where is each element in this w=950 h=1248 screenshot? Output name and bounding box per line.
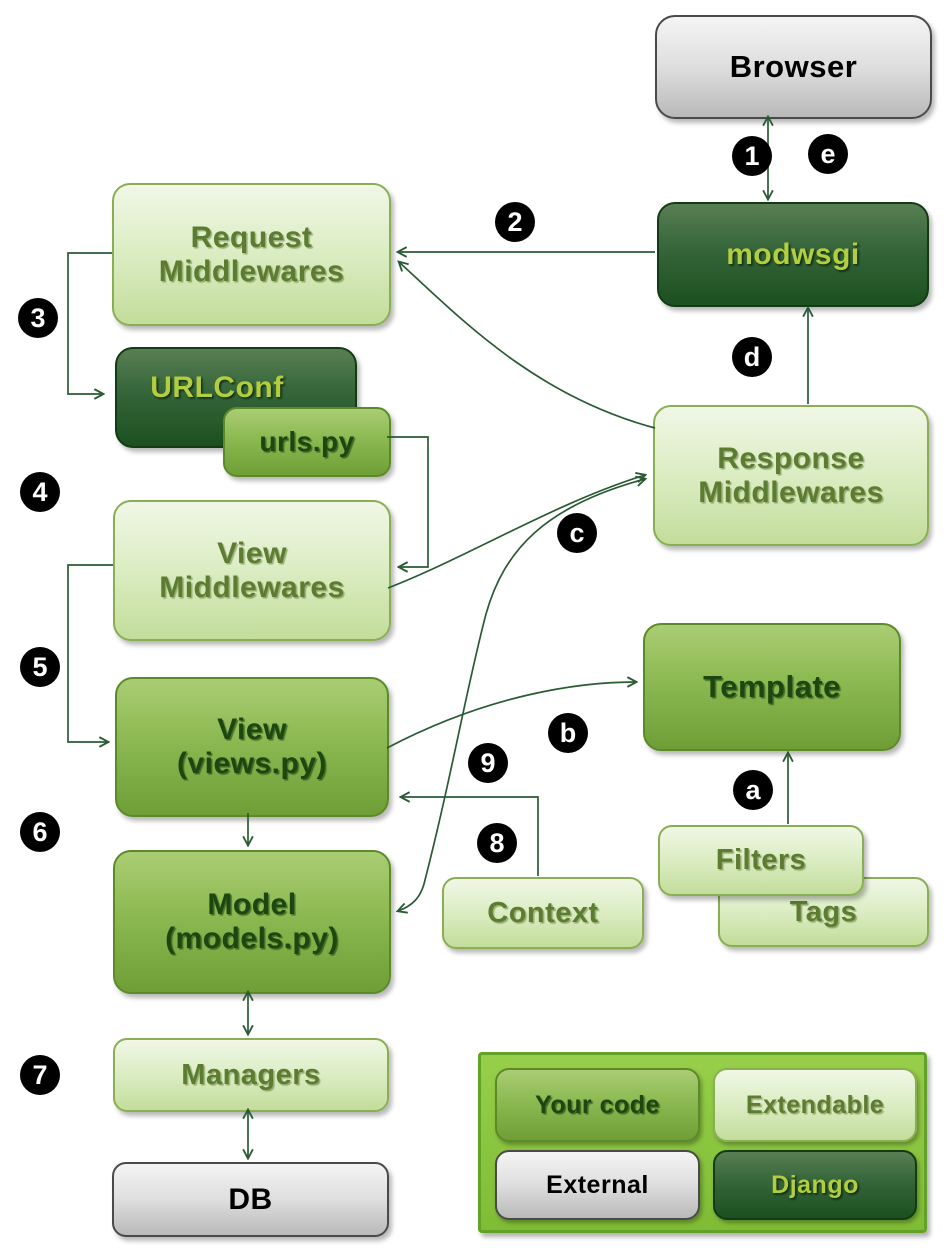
step-marker-8: 8: [477, 823, 517, 863]
node-managers: Managers: [113, 1038, 389, 1112]
legend-django: Django: [713, 1150, 917, 1220]
node-db: DB: [112, 1162, 389, 1237]
step-marker-e: e: [808, 134, 848, 174]
arrow-view-middlewares-to-view: [67, 564, 113, 742]
legend-panel: Your code Extendable External Django: [478, 1052, 927, 1233]
step-marker-c: c: [557, 513, 597, 553]
arrow-request-middlewares-to-urlconf: [67, 252, 112, 394]
arrow-response-to-request-middlewares-curve: [399, 262, 656, 429]
node-urls-py: urls.py: [223, 407, 391, 477]
step-marker-5: 5: [20, 647, 60, 687]
arrow-urlspy-to-view-middlewares: [387, 436, 429, 567]
step-marker-9: 9: [468, 743, 508, 783]
step-marker-1: 1: [732, 136, 772, 176]
arrow-response-middlewares-model-long-curve: [398, 479, 645, 911]
node-view: View (views.py): [115, 677, 389, 817]
node-browser: Browser: [655, 15, 932, 119]
node-view-middlewares: View Middlewares: [113, 500, 391, 641]
node-response-middlewares: Response Middlewares: [653, 405, 929, 546]
step-marker-4: 4: [20, 472, 60, 512]
legend-your-code: Your code: [495, 1068, 700, 1142]
step-marker-b: b: [548, 713, 588, 753]
step-marker-6: 6: [20, 812, 60, 852]
step-marker-3: 3: [18, 298, 58, 338]
arrow-view-to-template: [386, 682, 636, 749]
legend-extendable: Extendable: [713, 1068, 917, 1142]
legend-external: External: [495, 1150, 700, 1220]
arrow-context-to-view: [401, 797, 539, 876]
node-filters: Filters: [658, 825, 864, 896]
node-context: Context: [442, 877, 644, 949]
step-marker-2: 2: [495, 202, 535, 242]
step-marker-a: a: [733, 770, 773, 810]
node-model: Model (models.py): [113, 850, 391, 994]
step-marker-7: 7: [20, 1055, 60, 1095]
node-request-middlewares: Request Middlewares: [112, 183, 391, 326]
arrow-view-middlewares-to-response-middlewares: [387, 475, 645, 589]
node-template: Template: [643, 623, 901, 751]
step-marker-d: d: [732, 337, 772, 377]
node-modwsgi: modwsgi: [657, 202, 929, 307]
